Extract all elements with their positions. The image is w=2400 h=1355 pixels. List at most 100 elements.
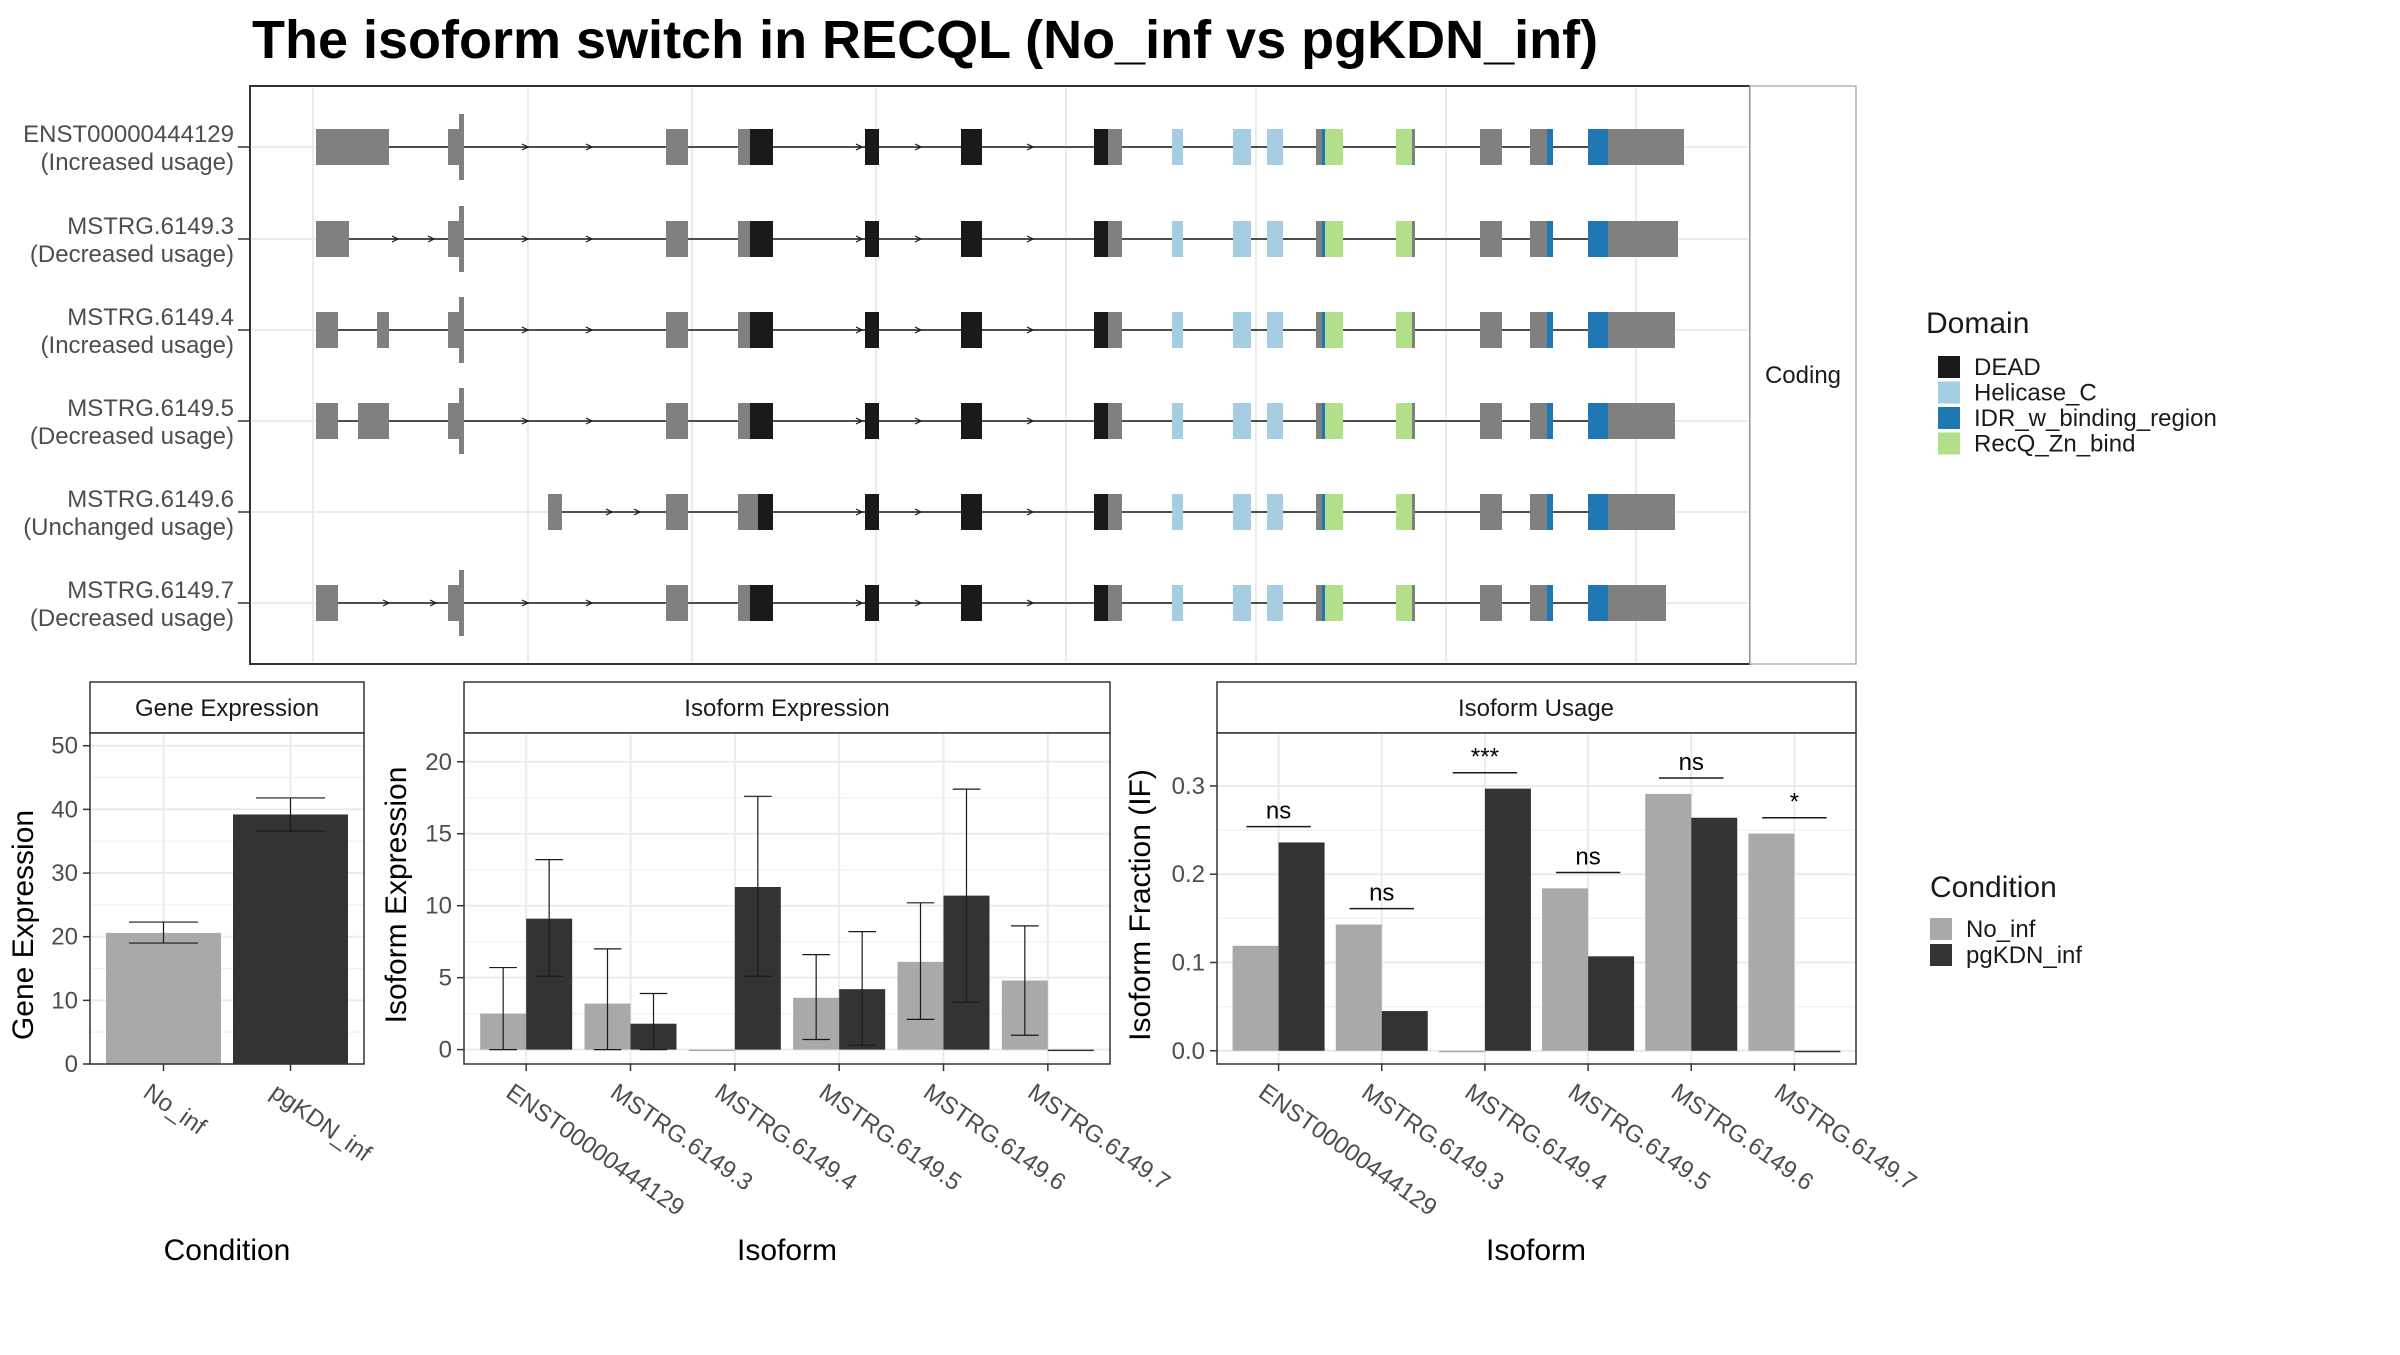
exon-utr (1480, 312, 1502, 348)
exon-domain-dead (865, 403, 879, 439)
exon-domain-recq-zn-bind (1330, 403, 1343, 439)
exon-utr (448, 221, 459, 257)
isoform-usage-label: (Decreased usage) (30, 241, 234, 268)
intron-direction-arrow (521, 599, 530, 607)
exon-domain-idr-w-binding-region (1547, 312, 1553, 348)
isoform-usage-xlabel: Isoform (1486, 1234, 1586, 1267)
exon-utr (459, 388, 464, 454)
isoform-usage-plot: nsns***nsns*0.00.10.20.3ENST00000444129M… (1172, 732, 1921, 1222)
isoform-usage-label: (Decreased usage) (30, 605, 234, 632)
y-tick-label: 50 (51, 733, 78, 760)
exon-domain-dead (865, 585, 879, 621)
isoform-structure-row (316, 297, 1675, 363)
exon-domain-dead (750, 129, 773, 165)
exon-domain-dead (865, 312, 879, 348)
exon-domain-idr-w-binding-region (1588, 403, 1608, 439)
exon-utr (358, 403, 389, 439)
bar (1484, 788, 1531, 1051)
exon-domain-recq-zn-bind (1325, 494, 1330, 530)
intron-direction-arrow (585, 417, 594, 425)
exon-utr (738, 494, 758, 530)
exon-utr (1480, 221, 1502, 257)
exon-domain-recq-zn-bind (1396, 585, 1412, 621)
exon-domain-idr-w-binding-region (1547, 585, 1553, 621)
exon-3prime-utr (1612, 129, 1684, 165)
exon-domain-helicase-c (1172, 494, 1183, 530)
exon-utr (1530, 403, 1547, 439)
y-tick-label: 20 (425, 749, 452, 776)
significance-label: * (1790, 789, 1799, 816)
intron-direction-arrow (585, 143, 594, 151)
intron-direction-arrow (427, 235, 436, 243)
bar (1794, 1050, 1841, 1053)
exon-utr (666, 221, 688, 257)
exon-domain-idr-w-binding-region (1588, 585, 1608, 621)
exon-domain-helicase-c (1267, 312, 1283, 348)
exon-utr (1316, 403, 1322, 439)
bar (1588, 956, 1635, 1051)
y-tick-label: 10 (425, 893, 452, 920)
exon-domain-helicase-c (1233, 129, 1251, 165)
exon-utr (459, 570, 464, 636)
bar (1691, 817, 1738, 1051)
exon-domain-helicase-c (1233, 403, 1251, 439)
condition-legend-title: Condition (1930, 871, 2057, 904)
exon-utr (1608, 403, 1612, 439)
exon-domain-helicase-c (1267, 585, 1283, 621)
isoform-name-label: MSTRG.6149.3 (67, 213, 234, 240)
exon-domain-recq-zn-bind (1325, 585, 1330, 621)
y-tick-label: 10 (51, 987, 78, 1014)
bar (1335, 924, 1382, 1051)
significance-label: ns (1575, 843, 1600, 870)
bar (1278, 842, 1325, 1051)
domain-legend-label: Helicase_C (1974, 380, 2097, 407)
gene-expression-strip-title: Gene Expression (135, 695, 319, 722)
exon-domain-dead (1094, 494, 1108, 530)
exon-domain-idr-w-binding-region (1547, 129, 1553, 165)
exon-domain-idr-w-binding-region (1322, 494, 1325, 530)
y-tick-label: 0.0 (1172, 1038, 1205, 1065)
intron-direction-arrow (585, 599, 594, 607)
exon-domain-dead (1094, 129, 1108, 165)
plot-border (1216, 732, 1857, 1065)
exon-utr (738, 129, 750, 165)
isoform-usage-strip (1216, 681, 1857, 734)
exon-utr (316, 221, 349, 257)
exon-domain-helicase-c (1172, 312, 1183, 348)
figure-title: The isoform switch in RECQL (No_inf vs p… (252, 10, 1598, 70)
gene-expression-ylabel: Gene Expression (7, 810, 40, 1040)
exon-utr (666, 494, 688, 530)
exon-domain-dead (750, 403, 773, 439)
intron-direction-arrow (914, 235, 923, 243)
y-tick-label: 0.2 (1172, 861, 1205, 888)
significance-label: ns (1266, 798, 1291, 825)
exon-utr (1108, 129, 1122, 165)
exon-utr (1480, 403, 1502, 439)
exon-domain-recq-zn-bind (1330, 129, 1343, 165)
exon-domain-helicase-c (1267, 494, 1283, 530)
exon-utr (666, 312, 688, 348)
intron-direction-arrow (391, 235, 400, 243)
isoform-name-label: MSTRG.6149.4 (67, 304, 234, 331)
exon-utr (459, 206, 464, 272)
isoform-structure-row (316, 114, 1684, 180)
exon-utr (1108, 494, 1122, 530)
exon-domain-recq-zn-bind (1396, 312, 1412, 348)
exon-utr (1108, 403, 1122, 439)
intron-direction-arrow (855, 599, 864, 607)
exon-domain-helicase-c (1267, 221, 1283, 257)
exon-utr (1108, 312, 1122, 348)
domain-legend: Domain DEADHelicase_CIDR_w_binding_regio… (1926, 307, 2217, 458)
intron-direction-arrow (914, 599, 923, 607)
exon-domain-helicase-c (1233, 312, 1251, 348)
exon-utr (1412, 494, 1415, 530)
exon-utr (1316, 221, 1322, 257)
exon-domain-idr-w-binding-region (1322, 129, 1325, 165)
exon-3prime-utr (1612, 585, 1666, 621)
exon-utr (1108, 585, 1122, 621)
bar (233, 814, 348, 1064)
exon-domain-idr-w-binding-region (1322, 312, 1325, 348)
intron-direction-arrow (1026, 235, 1035, 243)
